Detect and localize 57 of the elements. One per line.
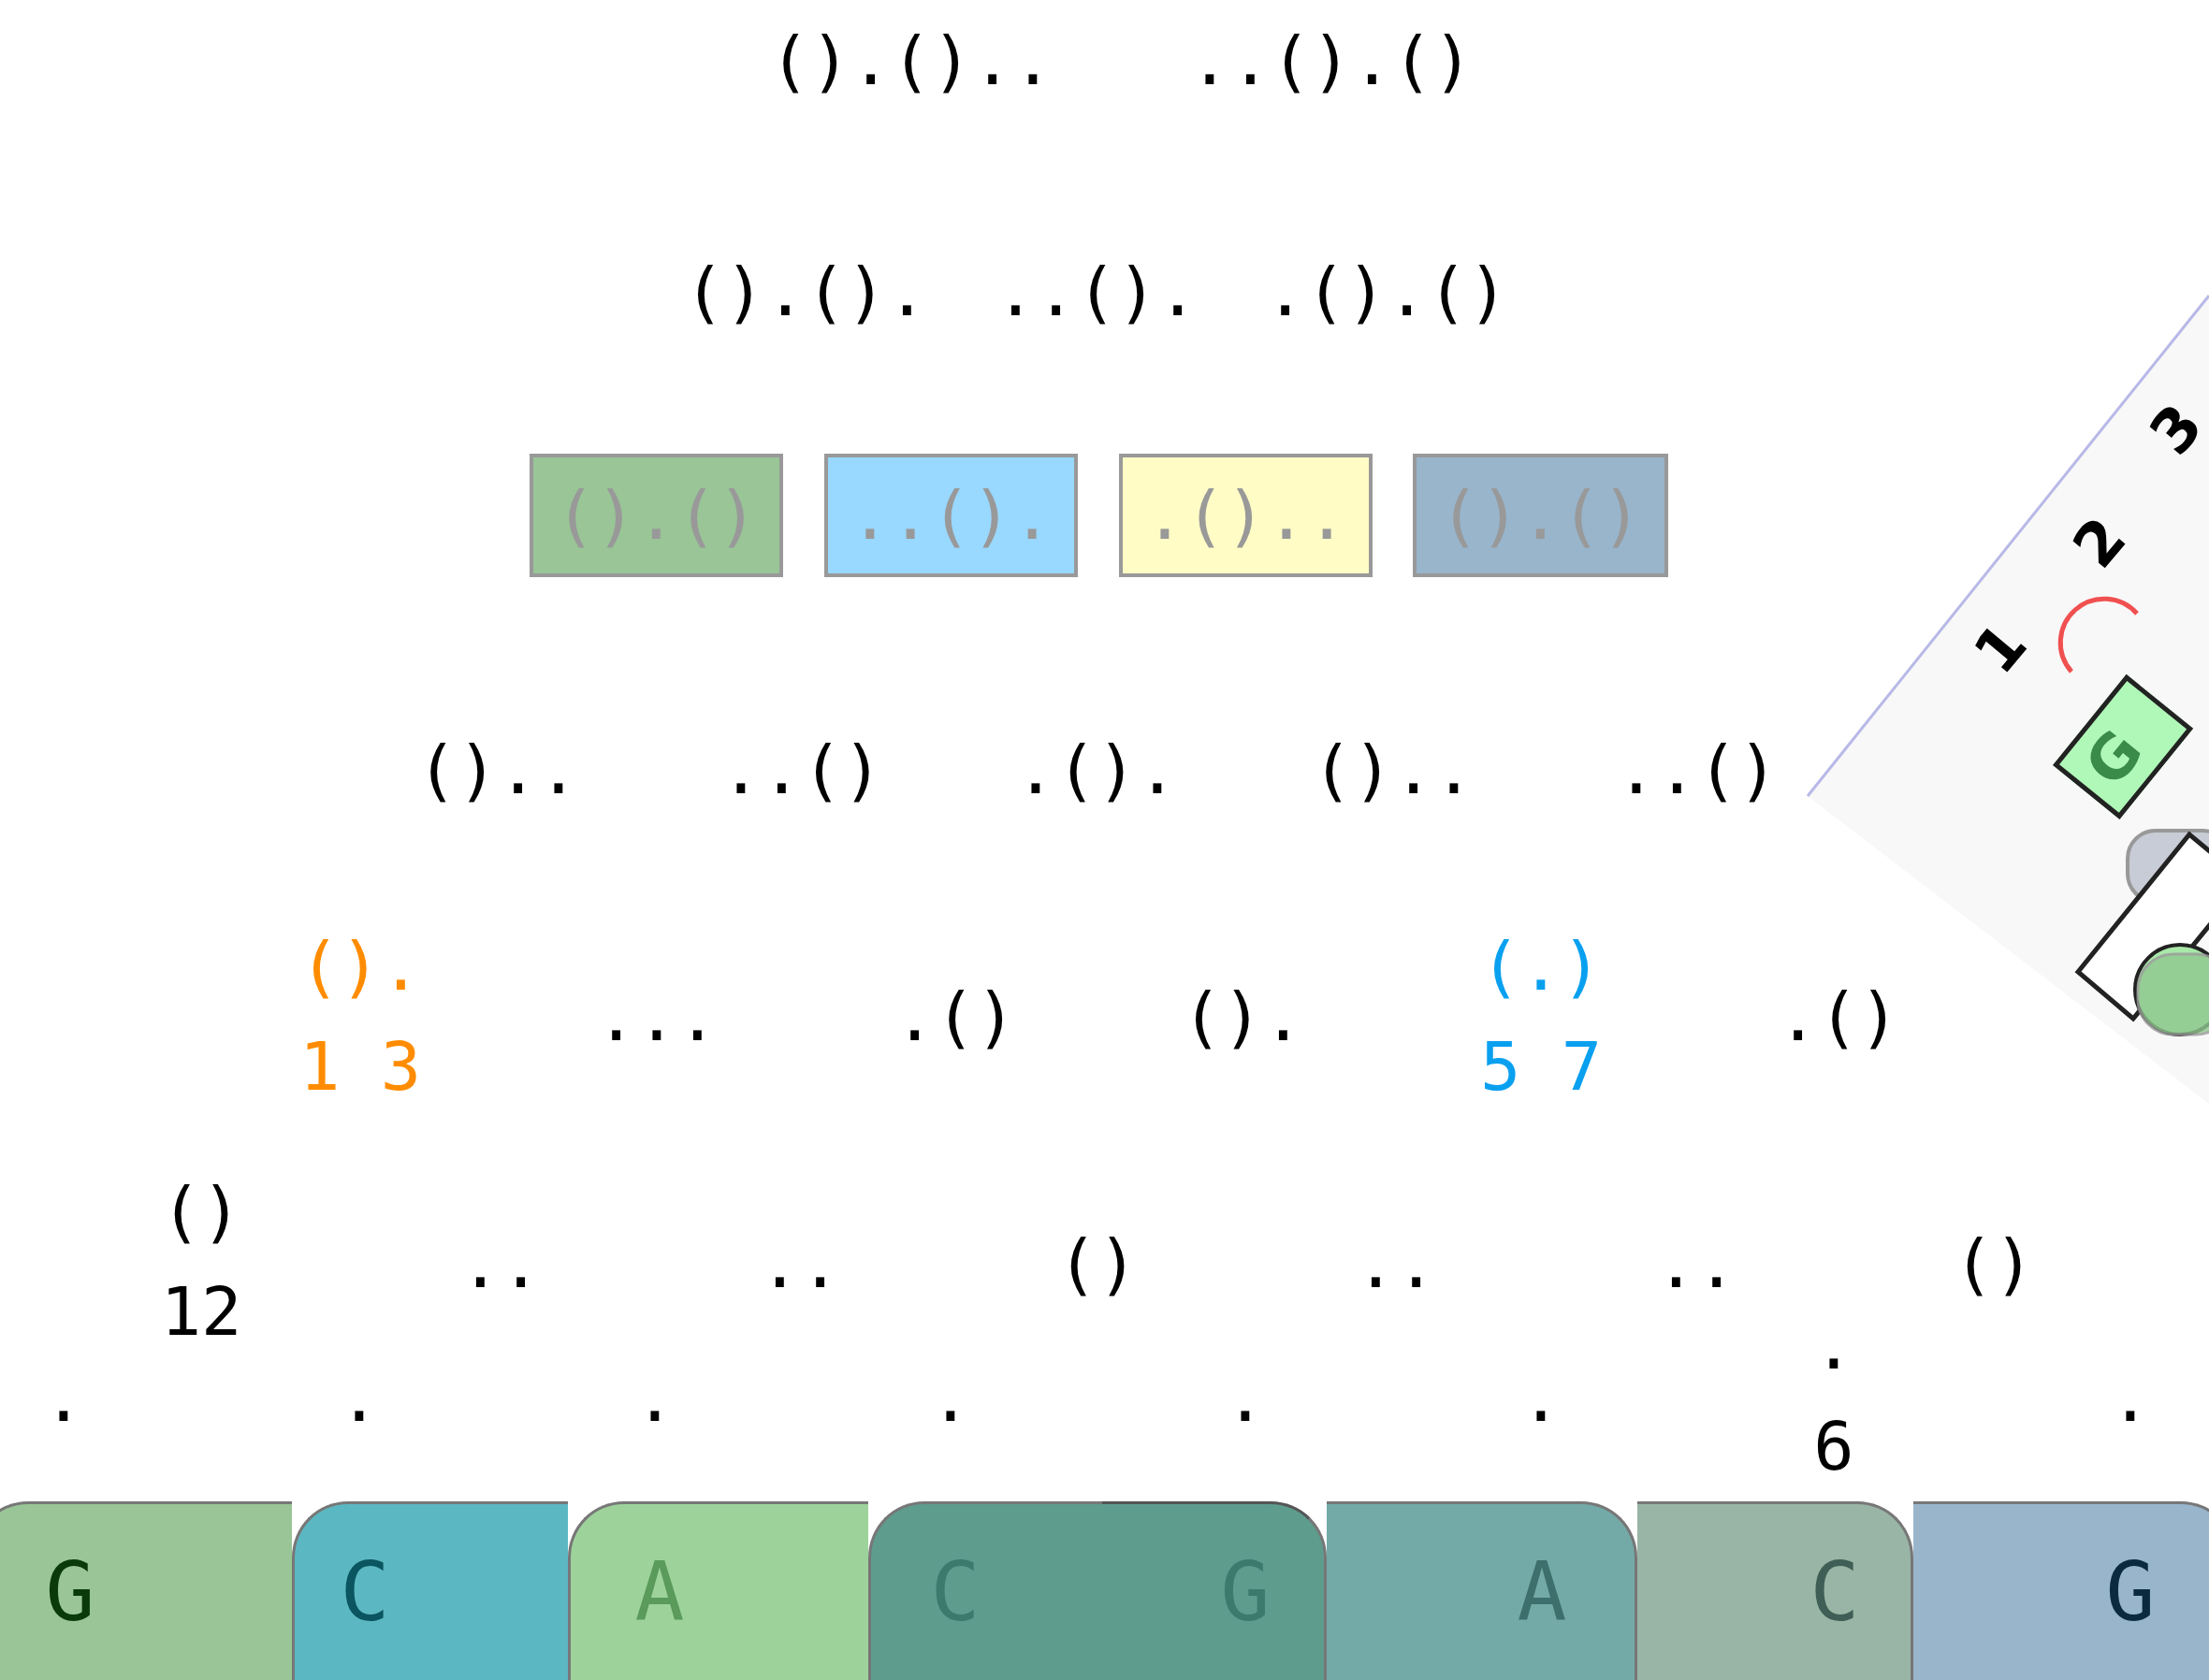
nucleotide-block	[1913, 1501, 2209, 1680]
nucleotide-letter: C	[1809, 1551, 1860, 1633]
dot-bracket-text: ..().	[995, 258, 1199, 326]
dot-bracket-text: ().	[1182, 983, 1303, 1050]
position-number: 12	[160, 1278, 242, 1345]
dot-bracket-text: ()	[1056, 1230, 1139, 1297]
dot-bracket-text: ()..	[416, 736, 579, 804]
dot-bracket-text: .()	[894, 983, 1016, 1050]
dot-bracket-text: ..	[1355, 1230, 1437, 1297]
nucleotide-letter: A	[1517, 1551, 1567, 1633]
nucleotide-block	[1327, 1501, 1637, 1680]
structure-box: ().()	[1413, 454, 1668, 577]
dot-bracket-text: .	[2110, 1364, 2151, 1431]
base-box: G	[2053, 673, 2194, 819]
dot-bracket-text: .	[1813, 1311, 1854, 1379]
dot-bracket-text: ..	[459, 1230, 542, 1297]
dot-bracket-text: ..().()	[1189, 27, 1474, 94]
dot-bracket-text: ().()..	[769, 27, 1054, 94]
dot-bracket-text: .	[339, 1364, 380, 1431]
structure-box: ().()	[530, 454, 783, 577]
nucleotide-letter: A	[634, 1551, 685, 1633]
nucleotide-block	[0, 1501, 292, 1680]
nucleotide-block	[1637, 1501, 1913, 1680]
dot-bracket-text: .	[1225, 1364, 1266, 1431]
position-number: 1 3	[299, 1033, 421, 1100]
dot-bracket-text: ..()	[720, 736, 883, 804]
dot-bracket-text: .	[634, 1364, 676, 1431]
dot-bracket-text: ..()	[1616, 736, 1779, 804]
nucleotide-letter: C	[340, 1551, 390, 1633]
position-number: 1	[1964, 613, 2037, 684]
dot-bracket-text: ().	[299, 933, 421, 1000]
dot-bracket-text: ..	[759, 1230, 841, 1297]
structure-box: ..().	[824, 454, 1078, 577]
dot-bracket-text: ...	[596, 983, 718, 1050]
nucleotide-block	[868, 1501, 1102, 1680]
position-number: 2	[2063, 507, 2136, 578]
nucleotide-letter: G	[45, 1551, 95, 1633]
dot-bracket-text: .()	[1778, 983, 1899, 1050]
dot-bracket-text: .().()	[1264, 258, 1509, 326]
dot-bracket-text: ..	[1655, 1230, 1737, 1297]
position-number: 3	[2140, 394, 2209, 465]
nucleotide-block	[292, 1501, 568, 1680]
dot-bracket-text: ()	[160, 1178, 242, 1245]
position-number: 6	[1813, 1412, 1854, 1480]
dot-bracket-text: ().().	[683, 258, 928, 326]
nucleotide-block	[568, 1501, 868, 1680]
dot-bracket-text: ()	[1953, 1230, 2035, 1297]
dot-bracket-text: .	[43, 1364, 84, 1431]
structure-box: .()..	[1119, 454, 1373, 577]
nucleotide-letter: G	[2105, 1551, 2156, 1633]
position-number: 5 7	[1480, 1033, 1602, 1100]
dot-bracket-text: .().	[1015, 736, 1178, 804]
dot-bracket-text: .	[1520, 1364, 1562, 1431]
dot-bracket-text: ()..	[1312, 736, 1475, 804]
dot-bracket-text: .	[930, 1364, 971, 1431]
dot-bracket-text: (.)	[1480, 933, 1602, 1000]
nucleotide-block	[1102, 1501, 1327, 1680]
